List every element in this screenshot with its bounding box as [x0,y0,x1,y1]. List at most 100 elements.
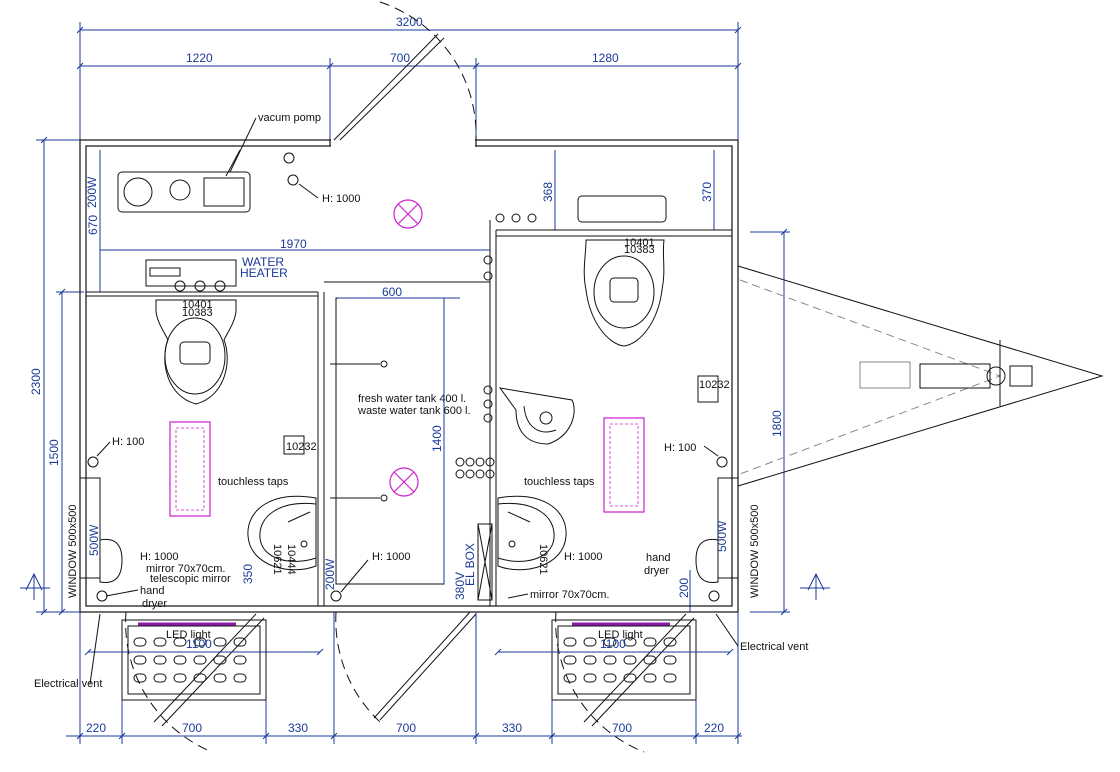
dim-1970: 1970 [280,237,307,251]
socket-h100-right [703,445,728,468]
dryer-left-label: dryer [142,598,167,610]
ceiling-socket-top [283,152,319,199]
toilet-right-code-b: 10383 [624,244,655,256]
grate-hole [583,637,597,647]
dim-bottom-330-left: 330 [288,721,308,735]
toilet-left [155,299,237,405]
grate-hole [583,673,597,683]
dim-350: 350 [241,564,255,584]
h1000-right-label: H: 1000 [564,551,603,563]
grate-hole [623,637,637,647]
bottom-dimensions [66,612,742,744]
electrical-vent-left-leader [89,613,101,685]
ceiling-light-top [393,199,423,229]
dim-total-width: 3200 [396,15,423,29]
hand-dryer-left-leader [105,589,139,597]
right-dimensions [554,150,790,616]
step-grate-right [551,619,697,701]
electrical-vent-left-label: Electrical vent [34,678,102,690]
grate-hole [663,655,677,665]
toilet-left-code-a: 10401 [182,299,213,311]
grate-hole [133,637,147,647]
vacuum-pump [117,149,251,213]
paper-dispenser-right [697,375,719,403]
dryer-right-label: dryer [644,565,669,577]
toilet-right [577,195,667,347]
telescopic-mirror-label: telescopic mirror [150,573,231,585]
vacum-pomp-label: vacum pomp [258,112,321,124]
section-marker-right [800,572,830,600]
grate-hole [173,673,187,683]
heater-200w-left-bottom: 200W [323,558,337,590]
dim-bottom-220-left: 220 [86,721,106,735]
top-door [333,1,477,141]
dim-right-height: 1800 [770,410,784,437]
grate-hole [213,637,227,647]
grate-hole [153,655,167,665]
drawbar [737,265,1104,487]
top-door-gap [331,139,475,148]
window-left-label: WINDOW 500x500 [67,504,79,598]
grate-hole [603,655,617,665]
hand-dryer-right [695,538,720,602]
grate-hole [563,673,577,683]
heater-200w-top: 200W [85,176,99,208]
grate-hole [173,637,187,647]
tank-brackets [330,360,388,502]
grate-hole [133,655,147,665]
hand-left-label: hand [140,585,164,597]
el-box-label: EL BOX [463,543,477,586]
dispenser-left-code: 10232 [286,441,317,453]
vacum-pomp-leader [229,117,257,173]
dim-bottom-700-mid: 700 [396,721,416,735]
heater-500w-left: 500W [87,524,101,556]
section-marker-left [20,572,50,600]
basin-left-code-e: 10621 [271,544,283,575]
grate-hole [643,673,657,683]
socket-h1000-tank [330,559,369,602]
grate-hole [603,637,617,647]
grate-hole [623,673,637,683]
dim-top-left: 670 [86,215,100,235]
touchless-taps-right-label: touchless taps [524,476,595,488]
grate-hole [663,637,677,647]
window-left [79,477,101,579]
el-box [477,523,493,601]
mirror-left-label: mirror 70x70cm. [146,563,225,575]
grate-hole [193,637,207,647]
dim-1100-right: 1100 [600,637,626,651]
grate-hole [623,655,637,665]
grate-hole [173,655,187,665]
grate-hole [233,655,247,665]
grate-hole [193,673,207,683]
grate-hole [233,637,247,647]
toilet-left-code-b: 10383 [182,307,213,319]
led-light-left-label: LED light [166,629,211,641]
bottom-1100-dims [84,648,734,656]
v380-label: 380V [453,572,467,600]
dim-bottom-330-right: 330 [502,721,522,735]
fresh-water-tank-label: fresh water tank 400 l. [358,393,466,405]
electrical-vent-right-label: Electrical vent [740,641,808,653]
left-dimensions [36,136,101,616]
mirror-right-label: mirror 70x70cm. [530,589,609,601]
grate-hole [643,637,657,647]
grate-hole [643,655,657,665]
light-fixture-right-inner [609,423,639,507]
h1000-top-label: H: 1000 [322,193,361,205]
step-grate-left [121,619,267,701]
dim-door-width: 700 [390,51,410,65]
grate-hole [213,673,227,683]
grate-holes [133,637,677,683]
grate-hole [233,673,247,683]
toilet-right-code-a: 10401 [624,237,655,249]
top-dimensions [76,22,742,140]
washbasin-right [497,495,567,571]
pipe-risers [455,213,537,479]
window-right [717,477,739,579]
grate-hole [213,655,227,665]
light-fixture-left-inner [175,427,205,511]
basin-left-code-d: 10444 [285,544,297,575]
mirror-right-leader [507,593,529,599]
